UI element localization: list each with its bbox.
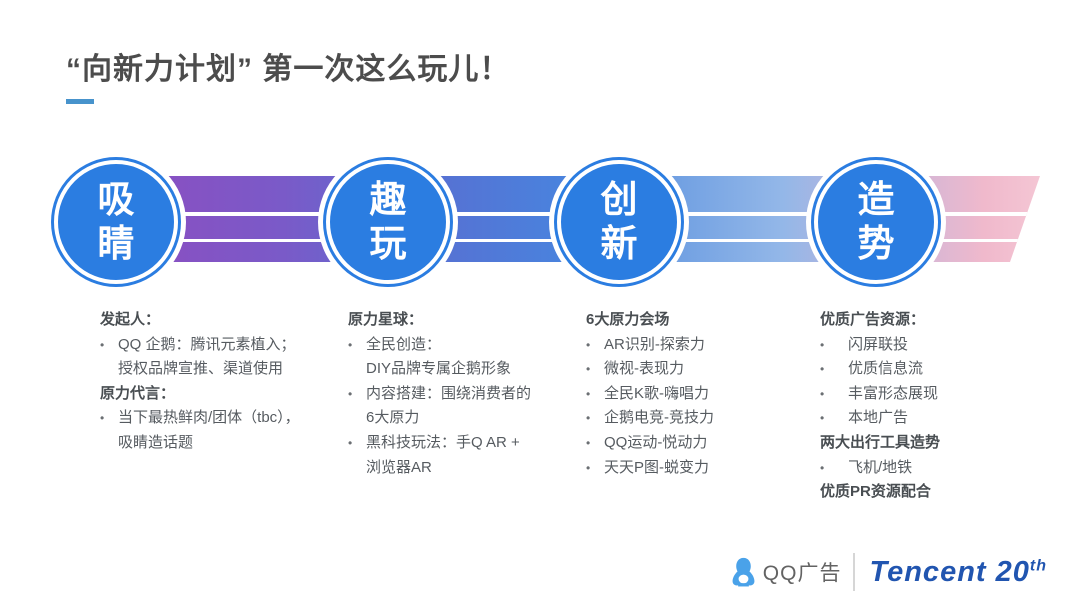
column-heading: 两大出行工具造势: [820, 433, 941, 451]
column-item-text: 当下最热鲜肉/团体（tbc），: [118, 409, 300, 427]
column-item: • 内容搭建：围绕消费者的: [348, 382, 586, 407]
bullet-icon: •: [348, 435, 353, 450]
column-item: • 闪屏联投: [820, 333, 1058, 358]
column-item: DIY品牌专属企鹅形象: [366, 360, 512, 378]
column-heading: 优质广告资源：: [820, 311, 926, 328]
column-item-text: 全民K歌-嗨唱力: [604, 384, 710, 402]
column-item: • 当下最热鲜肉/团体（tbc），: [100, 406, 338, 431]
column-heading: 原力代言：: [100, 384, 176, 402]
column-item: • 全民创造：: [348, 333, 586, 358]
bullet-icon: •: [100, 337, 105, 352]
column-item-text: 企鹅电竞-竞技力: [604, 409, 714, 427]
column-item-text: AR识别-探索力: [604, 335, 705, 353]
column-item: • AR识别-探索力: [586, 333, 824, 358]
column-item: • 优质信息流: [820, 357, 1058, 382]
column-item-text: QQ运动-悦动力: [604, 433, 708, 451]
column-item: • 丰富形态展现: [820, 382, 1058, 407]
qq-ads-wordmark: QQ广告: [762, 562, 842, 585]
column-item: • QQ 企鹅：腾讯元素植入；: [100, 333, 338, 358]
column-item-text: 闪屏联投: [848, 335, 909, 353]
column-item: • 本地广告: [820, 406, 1058, 431]
tencent-20th-wordmark: Tencent 20th: [869, 556, 1047, 589]
step-circle-fun: 趣玩: [326, 160, 450, 284]
column-item: 授权品牌宣推、渠道使用: [118, 360, 284, 378]
bullet-icon: •: [586, 362, 591, 377]
column-item: • QQ运动-悦动力: [586, 431, 824, 456]
column-attract: 发起人： • QQ 企鹅：腾讯元素植入； 授权品牌宣推、渠道使用原力代言： • 当下最热鲜…: [100, 308, 338, 456]
column-item-text: 全民创造：: [366, 335, 442, 353]
column-item-text: 黑科技玩法：手Q AR +: [366, 433, 520, 451]
column-heading: 优质PR资源配合: [820, 483, 931, 501]
bullet-icon: •: [586, 337, 591, 352]
step-circle-attract: 吸睛: [54, 160, 178, 284]
column-item: • 全民K歌-嗨唱力: [586, 382, 824, 407]
bullet-icon: •: [348, 386, 353, 401]
column-heading: 6大原力会场: [586, 311, 670, 328]
step-circle-momentum: 造势: [814, 160, 938, 284]
column-item-text: 内容搭建：围绕消费者的: [366, 384, 532, 402]
bullet-icon: •: [586, 435, 591, 450]
bullet-icon: •: [820, 362, 825, 377]
tencent-th-sup: th: [1029, 556, 1047, 574]
column-heading: 原力星球：: [348, 311, 424, 328]
tencent-20-text: Tencent 20: [869, 555, 1030, 588]
qq-penguin-icon: [732, 557, 755, 587]
column-fun: 原力星球： • 全民创造： DIY品牌专属企鹅形象 • 内容搭建：围绕消费者的 6大原力 • 黑…: [348, 308, 586, 480]
footer-logos: QQ广告 Tencent 20th: [730, 553, 1047, 591]
bullet-icon: •: [820, 411, 825, 426]
title-accent-underline: [66, 99, 94, 104]
column-item-text: 飞机/地铁: [848, 458, 913, 476]
bullet-icon: •: [586, 386, 591, 401]
bullet-icon: •: [586, 411, 591, 426]
column-item: 6大原力: [366, 409, 420, 427]
column-item-text: 优质信息流: [848, 360, 924, 378]
column-item: • 天天P图-蜕变力: [586, 456, 824, 481]
footer-divider: [853, 553, 856, 591]
step-circle-label: 趣玩: [369, 179, 407, 264]
column-item-text: 丰富形态展现: [848, 384, 939, 402]
column-item-text: 天天P图-蜕变力: [604, 458, 710, 476]
step-circle-label: 创新: [600, 179, 638, 264]
column-item: • 黑科技玩法：手Q AR +: [348, 431, 586, 456]
bullet-icon: •: [820, 386, 825, 401]
bullet-icon: •: [820, 460, 825, 475]
column-heading: 发起人：: [100, 311, 161, 328]
column-item: 吸睛造话题: [118, 433, 194, 451]
step-circle-innovate: 创新: [557, 160, 681, 284]
column-momentum: 优质广告资源： • 闪屏联投 • 优质信息流 • 丰富形态展现 • 本地广告两大出行工具造势 • 飞…: [820, 308, 1058, 505]
step-circle-label: 造势: [857, 179, 895, 264]
column-item: 浏览器AR: [366, 458, 432, 476]
column-item: • 飞机/地铁: [820, 456, 1058, 481]
column-item-text: QQ 企鹅：腾讯元素植入；: [118, 335, 296, 353]
page-title: “向新力计划” 第一次这么玩儿！: [66, 53, 511, 86]
column-item-text: 本地广告: [848, 409, 909, 427]
column-innovate: 6大原力会场 • AR识别-探索力 • 微视-表现力 • 全民K歌-嗨唱力 • 企鹅电竞-竞技力…: [586, 308, 824, 480]
bullet-icon: •: [100, 411, 105, 426]
column-item: • 企鹅电竞-竞技力: [586, 406, 824, 431]
bullet-icon: •: [586, 460, 591, 475]
step-circle-label: 吸睛: [97, 179, 135, 264]
bullet-icon: •: [820, 337, 825, 352]
column-item-text: 微视-表现力: [604, 360, 684, 378]
bullet-icon: •: [348, 337, 353, 352]
column-item: • 微视-表现力: [586, 357, 824, 382]
